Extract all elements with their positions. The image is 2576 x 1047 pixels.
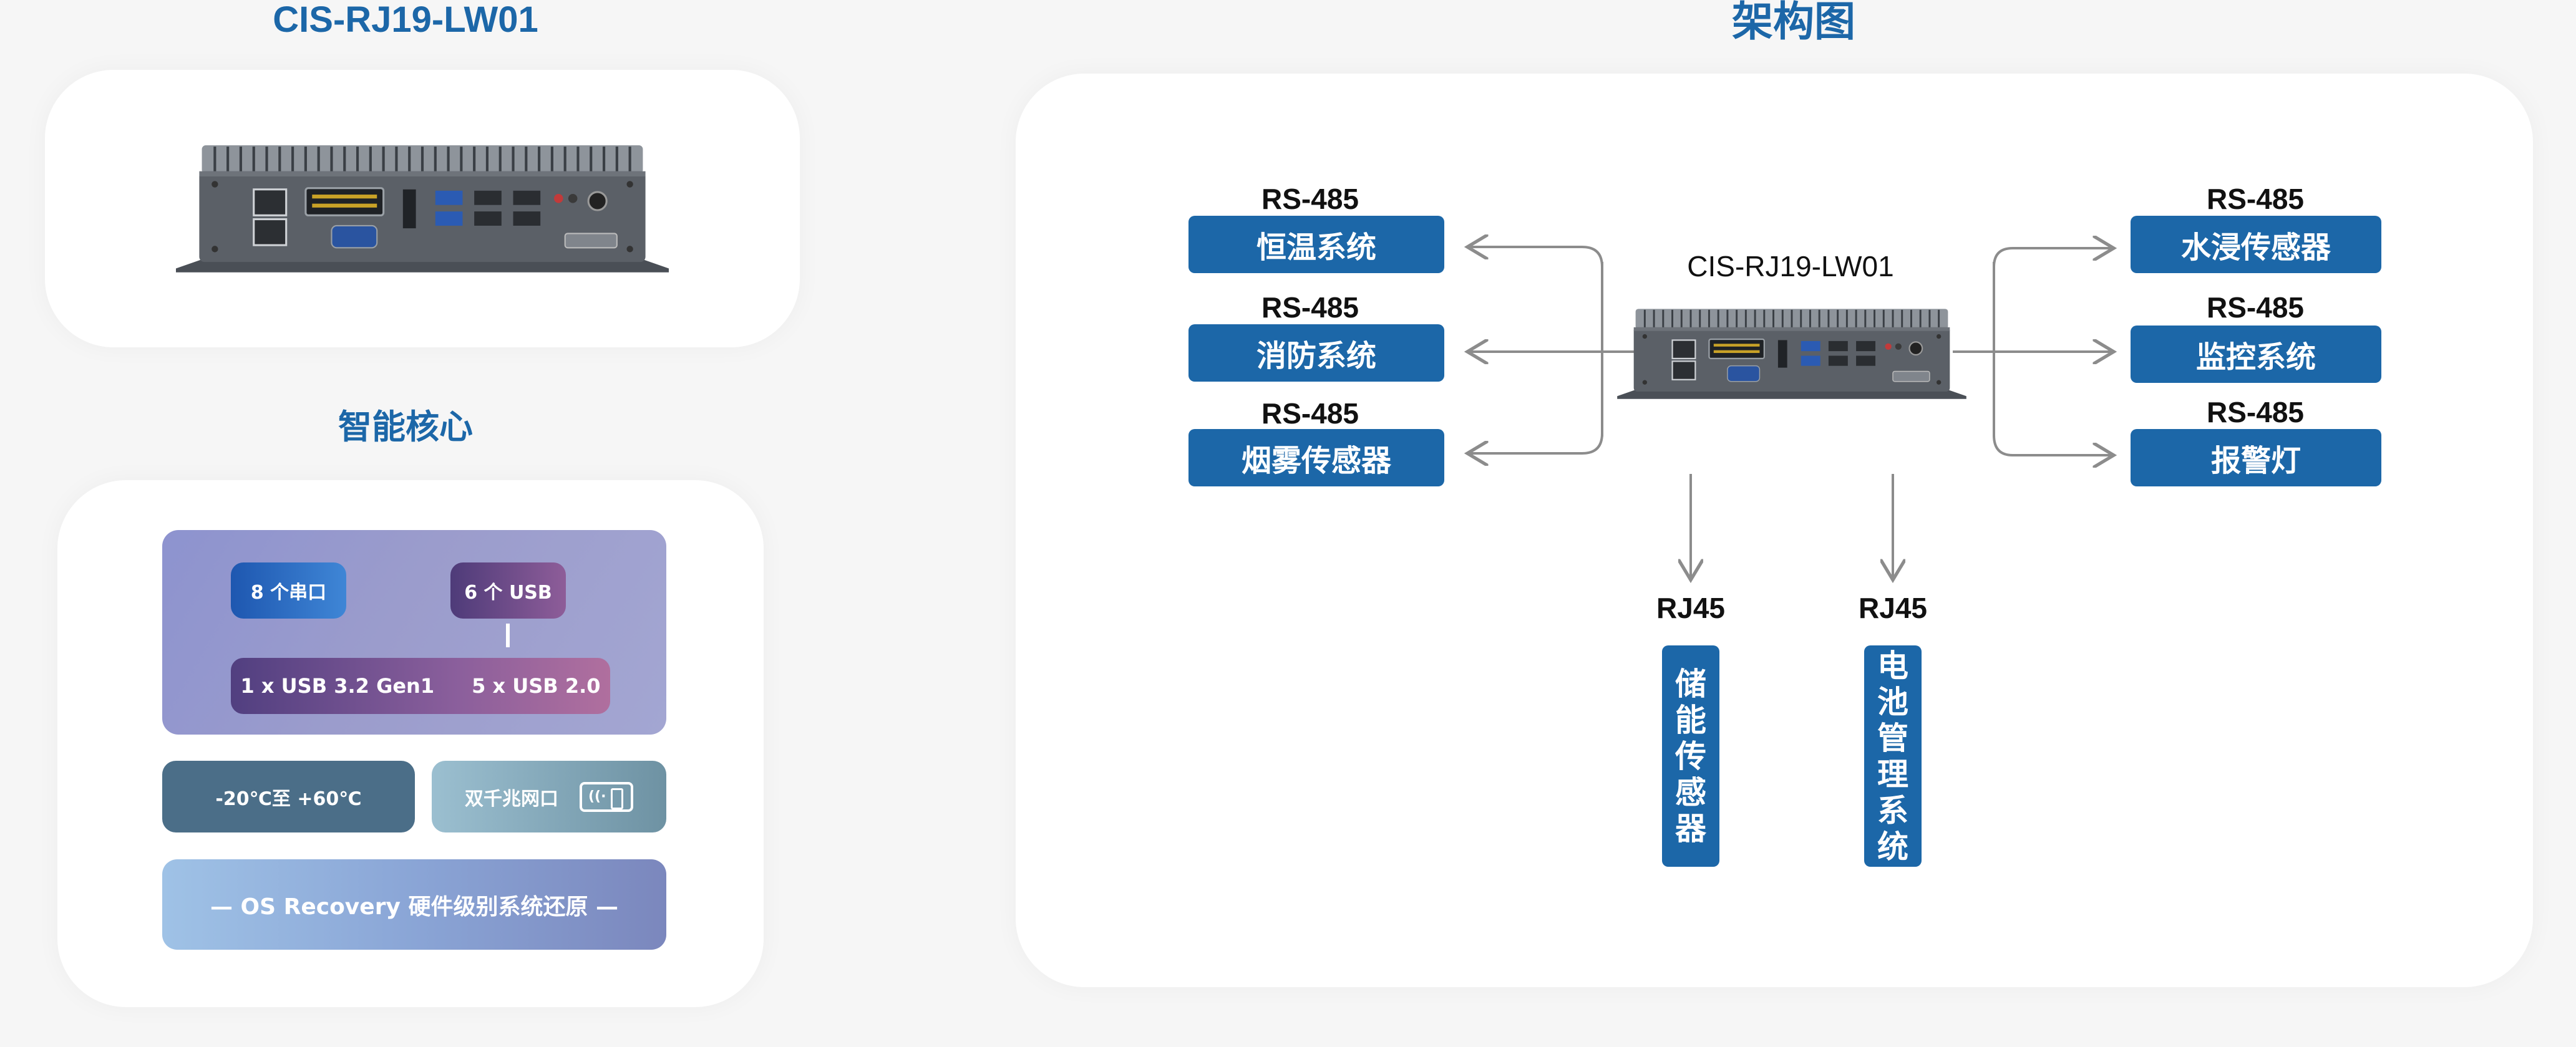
left-node-smoke: 烟雾传感器 [1188, 429, 1444, 486]
usb-ports-badge: 6 个 USB [450, 562, 566, 619]
bottom-node-bms-char: 理 [1877, 756, 1908, 793]
bottom-node-storage-char: 感 [1675, 774, 1706, 811]
right-node-alarm: 报警灯 [2131, 429, 2381, 486]
ports-panel: 8 个串口 6 个 USB 1 x USB 3.2 Gen1 5 x USB 2… [162, 530, 666, 735]
bottom-node-bms-char: 系 [1877, 792, 1908, 829]
product-image-card [45, 70, 800, 347]
product-title: CIS-RJ19-LW01 [273, 0, 538, 40]
bottom-node-2-protocol: RJ45 [1859, 592, 1927, 624]
section-title-smart-core: 智能核心 [338, 407, 473, 446]
bottom-node-1-protocol: RJ45 [1656, 592, 1725, 624]
right-node-3-protocol: RS-485 [2207, 396, 2304, 428]
bottom-node-bms-char: 池 [1877, 683, 1908, 720]
device-image-diagram [1617, 304, 1966, 405]
os-recovery-banner: — OS Recovery 硬件级别系统还原 — [162, 859, 666, 950]
bottom-node-storage-char: 储 [1675, 665, 1706, 702]
bottom-node-storage-char: 传 [1675, 738, 1706, 774]
left-node-1-protocol: RS-485 [1261, 183, 1359, 215]
left-node-fire: 消防系统 [1188, 324, 1444, 382]
bottom-node-storage-char: 器 [1675, 810, 1706, 847]
device-image [176, 138, 669, 282]
left-node-2-protocol: RS-485 [1261, 291, 1359, 324]
serial-ports-badge: 8 个串口 [231, 562, 346, 619]
left-node-thermostat: 恒温系统 [1188, 216, 1444, 273]
bottom-node-storage-char: 能 [1675, 702, 1706, 738]
temperature-badge: -20℃至 +60℃ [162, 761, 415, 832]
usb20-label: 5 x USB 2.0 [472, 674, 601, 698]
usb-connector-line [506, 624, 510, 647]
diagram-title: 架构图 [1732, 0, 1855, 46]
bottom-node-bms-char: 电 [1877, 647, 1908, 684]
bottom-node-bms: 电 池 管 理 系 统 [1864, 645, 1922, 867]
usb-breakdown-bar: 1 x USB 3.2 Gen1 5 x USB 2.0 [231, 658, 610, 714]
right-node-monitoring: 监控系统 [2131, 326, 2381, 383]
right-node-2-protocol: RS-485 [2207, 291, 2304, 324]
bottom-node-bms-char: 管 [1877, 720, 1908, 756]
bottom-node-storage: 储 能 传 感 器 [1662, 645, 1719, 867]
usb32-label: 1 x USB 3.2 Gen1 [240, 674, 435, 698]
ethernet-port-icon: ((· [580, 781, 633, 812]
lan-badge: 双千兆网口 ((· [432, 761, 666, 832]
right-node-1-protocol: RS-485 [2207, 183, 2304, 215]
device-label: CIS-RJ19-LW01 [1687, 250, 1894, 282]
lan-label: 双千兆网口 [465, 788, 558, 810]
left-node-3-protocol: RS-485 [1261, 397, 1359, 430]
bottom-node-bms-char: 统 [1877, 828, 1908, 865]
features-card: 8 个串口 6 个 USB 1 x USB 3.2 Gen1 5 x USB 2… [57, 480, 764, 1007]
right-node-water: 水浸传感器 [2131, 216, 2381, 273]
